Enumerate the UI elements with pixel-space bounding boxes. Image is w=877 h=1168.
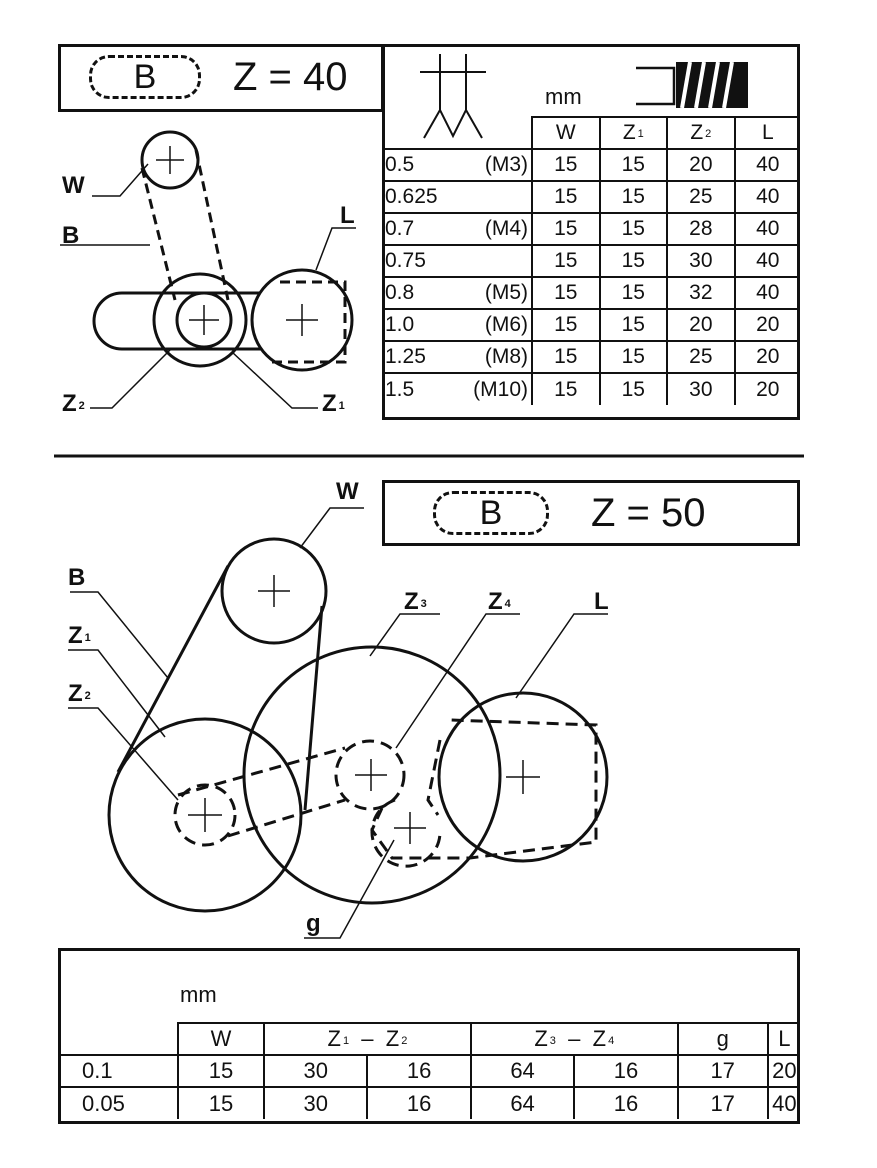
belt-label-bottom: B	[479, 494, 503, 532]
header-w: W	[177, 1022, 265, 1056]
belt-pill: B	[89, 55, 201, 99]
unit-label-bottom: mm	[180, 982, 217, 1007]
top-gear-train	[60, 130, 356, 409]
blank-cell	[382, 117, 533, 150]
callout-l: L	[340, 202, 355, 229]
l-gear-bottom	[437, 691, 609, 863]
header-l: L	[733, 116, 800, 150]
bottom-z-header: B Z = 50	[382, 480, 800, 546]
blank-cell	[58, 1023, 179, 1056]
callout-l-bottom: L	[594, 588, 609, 615]
z1-gear	[175, 291, 233, 349]
callout-b-bottom: B	[68, 564, 86, 591]
z-teeth-label: Z = 40	[233, 55, 348, 99]
z2-gear	[152, 272, 248, 368]
z1-gear-bottom	[107, 717, 303, 913]
l-slot-lines	[122, 291, 340, 351]
bottom-gear-train	[68, 507, 609, 939]
callout-g-bottom: g	[306, 910, 321, 937]
callout-w-bottom: W	[336, 478, 359, 505]
l-gear	[250, 268, 354, 372]
callout-b: B	[62, 222, 80, 249]
w-pulley	[140, 130, 200, 190]
header-w: W	[531, 116, 601, 150]
unit-label: mm	[545, 84, 582, 109]
callout-w: W	[62, 172, 85, 199]
z-teeth-label-bottom: Z = 50	[591, 491, 706, 535]
belt-label: B	[133, 58, 157, 96]
header-l: L	[766, 1022, 800, 1056]
header-g: g	[676, 1022, 769, 1056]
top-z-header: B Z = 40	[58, 44, 384, 112]
z3-gear-bottom	[242, 645, 502, 905]
belt-pill-bottom: B	[433, 491, 549, 535]
w-pulley-bottom	[220, 537, 328, 645]
z4-gear-bottom	[334, 739, 406, 811]
z2-gear-bottom	[173, 783, 237, 847]
